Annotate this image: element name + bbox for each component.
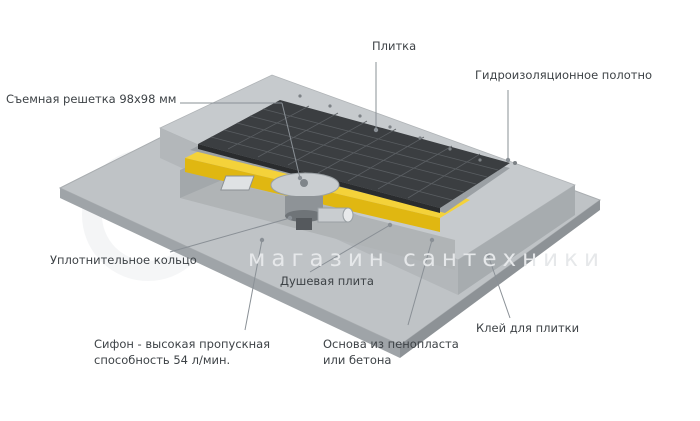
label-siphon-line1: Сифон - высокая пропускная	[94, 337, 271, 351]
concrete-border-front-right	[458, 185, 575, 295]
leader-dots	[259, 127, 511, 258]
concrete-slab-side	[400, 200, 600, 358]
watermark-text: магазин сантехники	[248, 246, 605, 272]
label-base-line1: Основа из пенопласта	[323, 337, 459, 351]
label-shower-plate: Душевая плита	[280, 274, 374, 288]
label-siphon-line2: способность 54 л/мин.	[94, 353, 231, 367]
drain-grate-icon	[220, 172, 340, 198]
label-membrane: Гидроизоляционное полотно	[475, 68, 653, 82]
label-base-line2: или бетона	[323, 353, 392, 367]
leader-lines	[169, 62, 511, 331]
label-glue: Клей для плитки	[476, 321, 580, 335]
tile-field	[198, 100, 510, 208]
siphon-icon	[285, 196, 354, 230]
label-grate: Съемная решетка 98x98 мм	[6, 92, 177, 106]
border-anchors	[298, 94, 517, 165]
label-tile: Плитка	[372, 39, 417, 53]
label-ring: Уплотнительное кольцо	[50, 253, 197, 267]
concrete-slab-front	[60, 188, 400, 358]
tile-grid-lines	[210, 105, 499, 201]
